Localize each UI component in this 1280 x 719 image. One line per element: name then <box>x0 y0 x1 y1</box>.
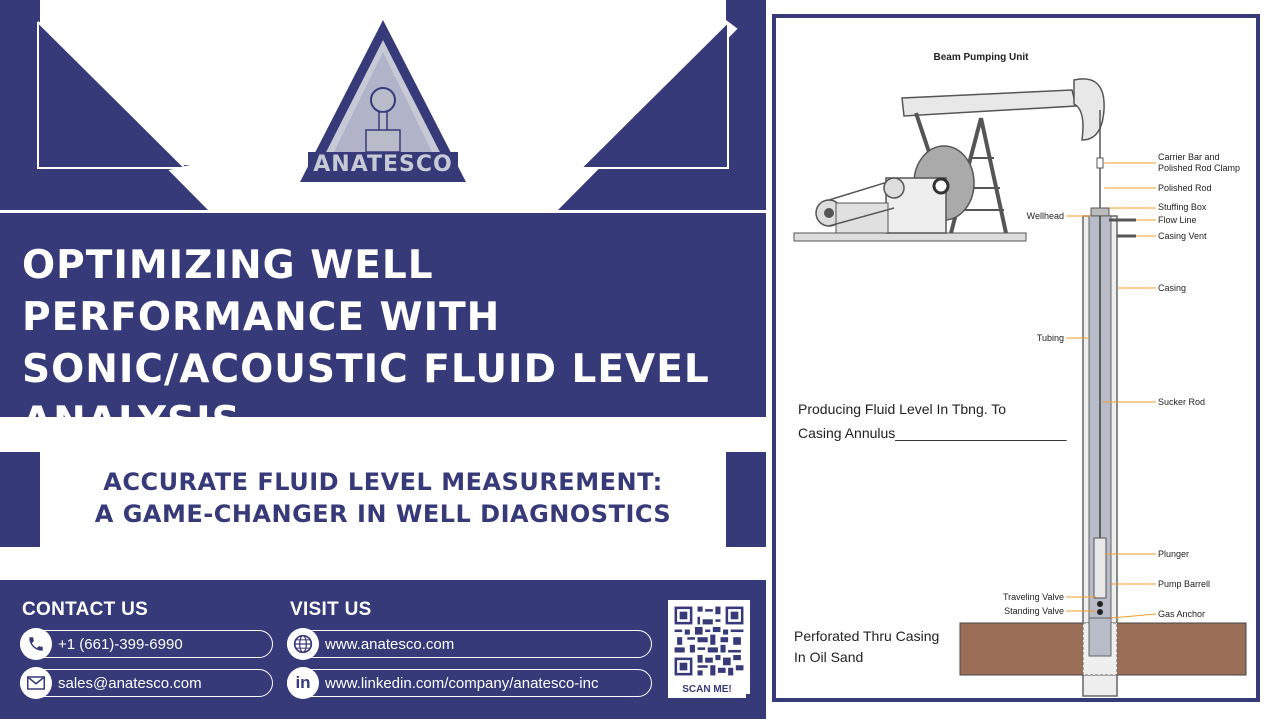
subtitle-right-bar <box>726 452 766 547</box>
visit-heading: VISIT US <box>290 599 372 620</box>
label-perforated-1: Perforated Thru Casing <box>794 628 939 644</box>
phone-number[interactable]: +1 (661)-399-6990 <box>58 636 183 653</box>
wellbore-icon <box>1082 207 1136 697</box>
label-carrier-bar: Carrier Bar and <box>1158 152 1220 162</box>
page-title: OPTIMIZING WELL PERFORMANCE WITH SONIC/A… <box>22 243 710 444</box>
header-decor: ANATESCO <box>0 0 766 210</box>
mail-icon <box>20 667 52 699</box>
label-fluid-level-2: Casing Annulus______________________ <box>798 425 1067 441</box>
website-link[interactable]: www.anatesco.com <box>325 636 455 653</box>
subtitle-line-2: A GAME-CHANGER IN WELL DIAGNOSTICS <box>94 500 672 528</box>
well-diagram-graphic: Beam Pumping Unit <box>793 52 1247 697</box>
linkedin-icon: in <box>287 667 319 699</box>
subtitle-left-bar <box>0 452 40 547</box>
label-carrier-bar-2: Polished Rod Clamp <box>1158 163 1240 173</box>
phone-icon <box>20 628 52 660</box>
subtitle-line-1: ACCURATE FLUID LEVEL MEASUREMENT: <box>103 468 663 496</box>
label-plunger: Plunger <box>1158 549 1189 559</box>
label-casing: Casing <box>1158 283 1186 293</box>
label-polished-rod: Polished Rod <box>1158 183 1212 193</box>
title-band <box>0 213 766 417</box>
well-diagram: Beam Pumping Unit <box>772 14 1260 702</box>
subtitle: ACCURATE FLUID LEVEL MEASUREMENT: A GAME… <box>40 466 726 530</box>
qr-code[interactable] <box>668 600 750 694</box>
qr-label: SCAN ME! <box>668 682 746 698</box>
label-tubing: Tubing <box>1037 333 1064 343</box>
linkedin-link[interactable]: www.linkedin.com/company/anatesco-inc <box>325 675 599 692</box>
label-fluid-level-1: Producing Fluid Level In Tbng. To <box>798 401 1006 417</box>
label-standing-valve: Standing Valve <box>1004 606 1064 616</box>
logo-text: ANATESCO <box>313 152 453 177</box>
label-traveling-valve: Traveling Valve <box>1003 592 1064 602</box>
diagram-title: Beam Pumping Unit <box>933 52 1029 63</box>
label-stuffing-box: Stuffing Box <box>1158 202 1207 212</box>
label-pump-barrell: Pump Barrell <box>1158 579 1210 589</box>
pump-jack-icon <box>793 78 1105 242</box>
label-wellhead: Wellhead <box>1027 211 1064 221</box>
qr-code-graphic <box>672 604 746 678</box>
anatesco-logo <box>300 20 466 182</box>
subtitle-area <box>0 420 766 578</box>
label-casing-vent: Casing Vent <box>1158 231 1207 241</box>
label-gas-anchor: Gas Anchor <box>1158 609 1205 619</box>
globe-icon <box>287 628 319 660</box>
label-flow-line: Flow Line <box>1158 215 1197 225</box>
contact-heading: CONTACT US <box>22 599 149 620</box>
label-sucker-rod: Sucker Rod <box>1158 397 1205 407</box>
label-perforated-2: In Oil Sand <box>794 649 863 665</box>
email-address[interactable]: sales@anatesco.com <box>58 675 202 692</box>
